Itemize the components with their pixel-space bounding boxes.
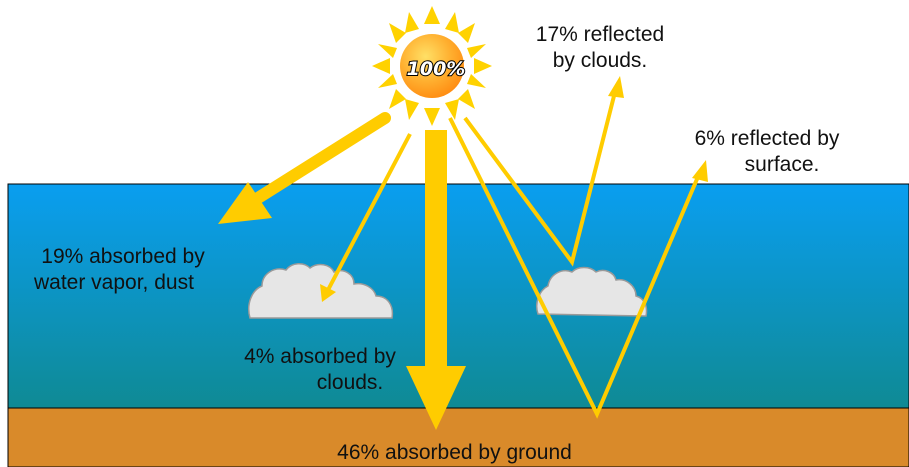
ground-layer [7, 407, 909, 467]
arrow-absorbed-clouds [320, 133, 412, 302]
label-reflected-clouds: 17% reflected by clouds. [535, 23, 665, 72]
arrow-absorbed-ground [406, 130, 466, 430]
sun-percentage: 100% [406, 57, 467, 81]
sun-disc [400, 34, 464, 98]
arrow-absorbed-vapor [218, 112, 391, 224]
label-reflected-surface: 6% reflected by surface. [694, 127, 840, 176]
cloud-right [536, 266, 648, 317]
arrow-reflected-clouds [463, 76, 624, 267]
sun-rays [372, 6, 492, 126]
label-absorbed-clouds: 4% absorbed by clouds. [244, 345, 396, 394]
arrow-reflected-surface [448, 117, 708, 419]
cloud-left [248, 263, 394, 319]
label-absorbed-ground: 46% absorbed by ground [337, 441, 572, 464]
label-absorbed-vapor: 19% absorbed by water vapor, dust [34, 245, 205, 294]
